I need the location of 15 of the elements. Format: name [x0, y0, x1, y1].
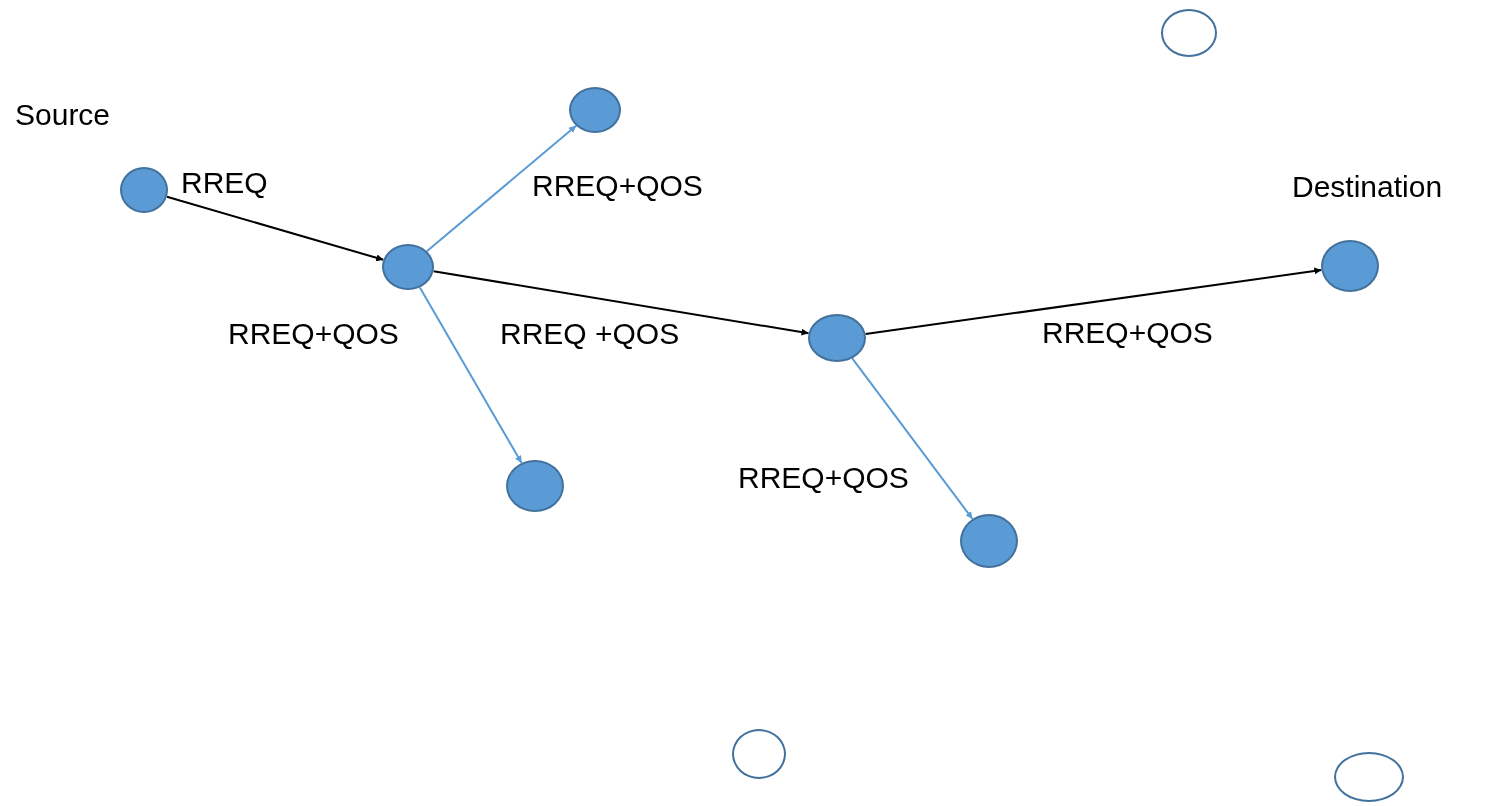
arrow — [432, 270, 810, 336]
arrow — [165, 195, 385, 262]
node-circle — [732, 729, 786, 779]
node-circle — [120, 167, 168, 213]
arrow — [425, 124, 578, 253]
arrow — [418, 286, 523, 464]
node-circle — [382, 244, 434, 290]
node-circle — [569, 87, 621, 133]
node-circle — [1321, 240, 1379, 292]
node-circle — [506, 460, 564, 512]
node-circle — [960, 514, 1018, 568]
node-circle — [808, 314, 866, 362]
node-circle — [1161, 9, 1217, 57]
arrow — [851, 357, 974, 520]
arrow — [864, 267, 1323, 335]
